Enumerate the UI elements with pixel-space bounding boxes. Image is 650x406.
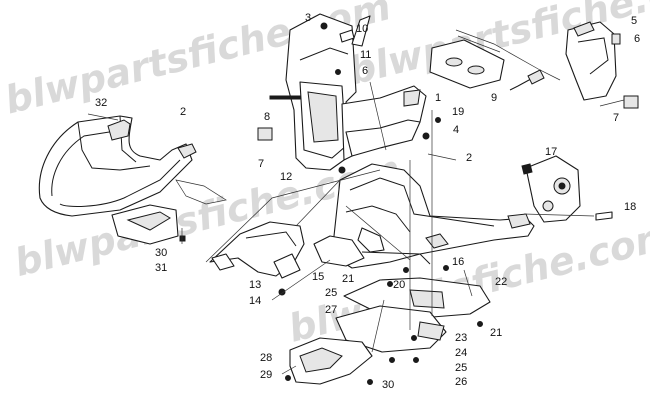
callout-26: 26 <box>455 376 467 388</box>
callout-6: 6 <box>634 33 640 45</box>
callout-21: 21 <box>490 327 502 339</box>
callout-13: 13 <box>249 279 261 291</box>
callout-22: 22 <box>495 276 507 288</box>
callout-17: 17 <box>545 146 557 158</box>
callout-1: 1 <box>435 92 441 104</box>
callout-5: 5 <box>631 15 637 27</box>
callout-20: 20 <box>393 279 405 291</box>
callout-labels: 1 2 2 3 4 5 6 6 7 7 8 9 10 11 12 13 14 1… <box>95 12 640 391</box>
callout-30: 30 <box>382 379 394 391</box>
callout-3: 3 <box>305 12 311 24</box>
callout-15: 15 <box>312 271 324 283</box>
upper-right-plates <box>429 21 639 109</box>
right-side-bracket <box>521 155 613 223</box>
callout-21: 21 <box>342 273 354 285</box>
callout-2: 2 <box>466 152 472 164</box>
callout-25: 25 <box>325 287 337 299</box>
callout-18: 18 <box>624 201 636 213</box>
callout-12: 12 <box>280 171 292 183</box>
callout-6: 6 <box>362 65 368 77</box>
callout-10: 10 <box>356 23 368 35</box>
steering-support-frame <box>257 13 441 174</box>
callout-14: 14 <box>249 295 261 307</box>
callout-7: 7 <box>258 158 264 170</box>
callout-27: 27 <box>325 304 337 316</box>
callout-4: 4 <box>453 124 459 136</box>
callout-11: 11 <box>360 49 371 61</box>
callout-24: 24 <box>455 347 467 359</box>
callout-32: 32 <box>95 97 107 109</box>
callout-19: 19 <box>452 106 464 118</box>
front-spindle-bracket <box>209 221 305 296</box>
callout-16: 16 <box>452 256 464 268</box>
callout-30: 30 <box>155 247 167 259</box>
callout-2: 2 <box>180 106 186 118</box>
callout-25: 25 <box>455 362 467 374</box>
callout-7: 7 <box>613 112 619 124</box>
skid-plates <box>285 235 491 385</box>
leader-lines <box>87 81 625 375</box>
callout-31: 31 <box>155 262 167 274</box>
callout-9: 9 <box>491 92 497 104</box>
callout-29: 29 <box>260 369 272 381</box>
front-bumper <box>38 115 227 245</box>
callout-23: 23 <box>455 332 467 344</box>
callout-8: 8 <box>264 111 270 123</box>
callout-28: 28 <box>260 352 272 364</box>
